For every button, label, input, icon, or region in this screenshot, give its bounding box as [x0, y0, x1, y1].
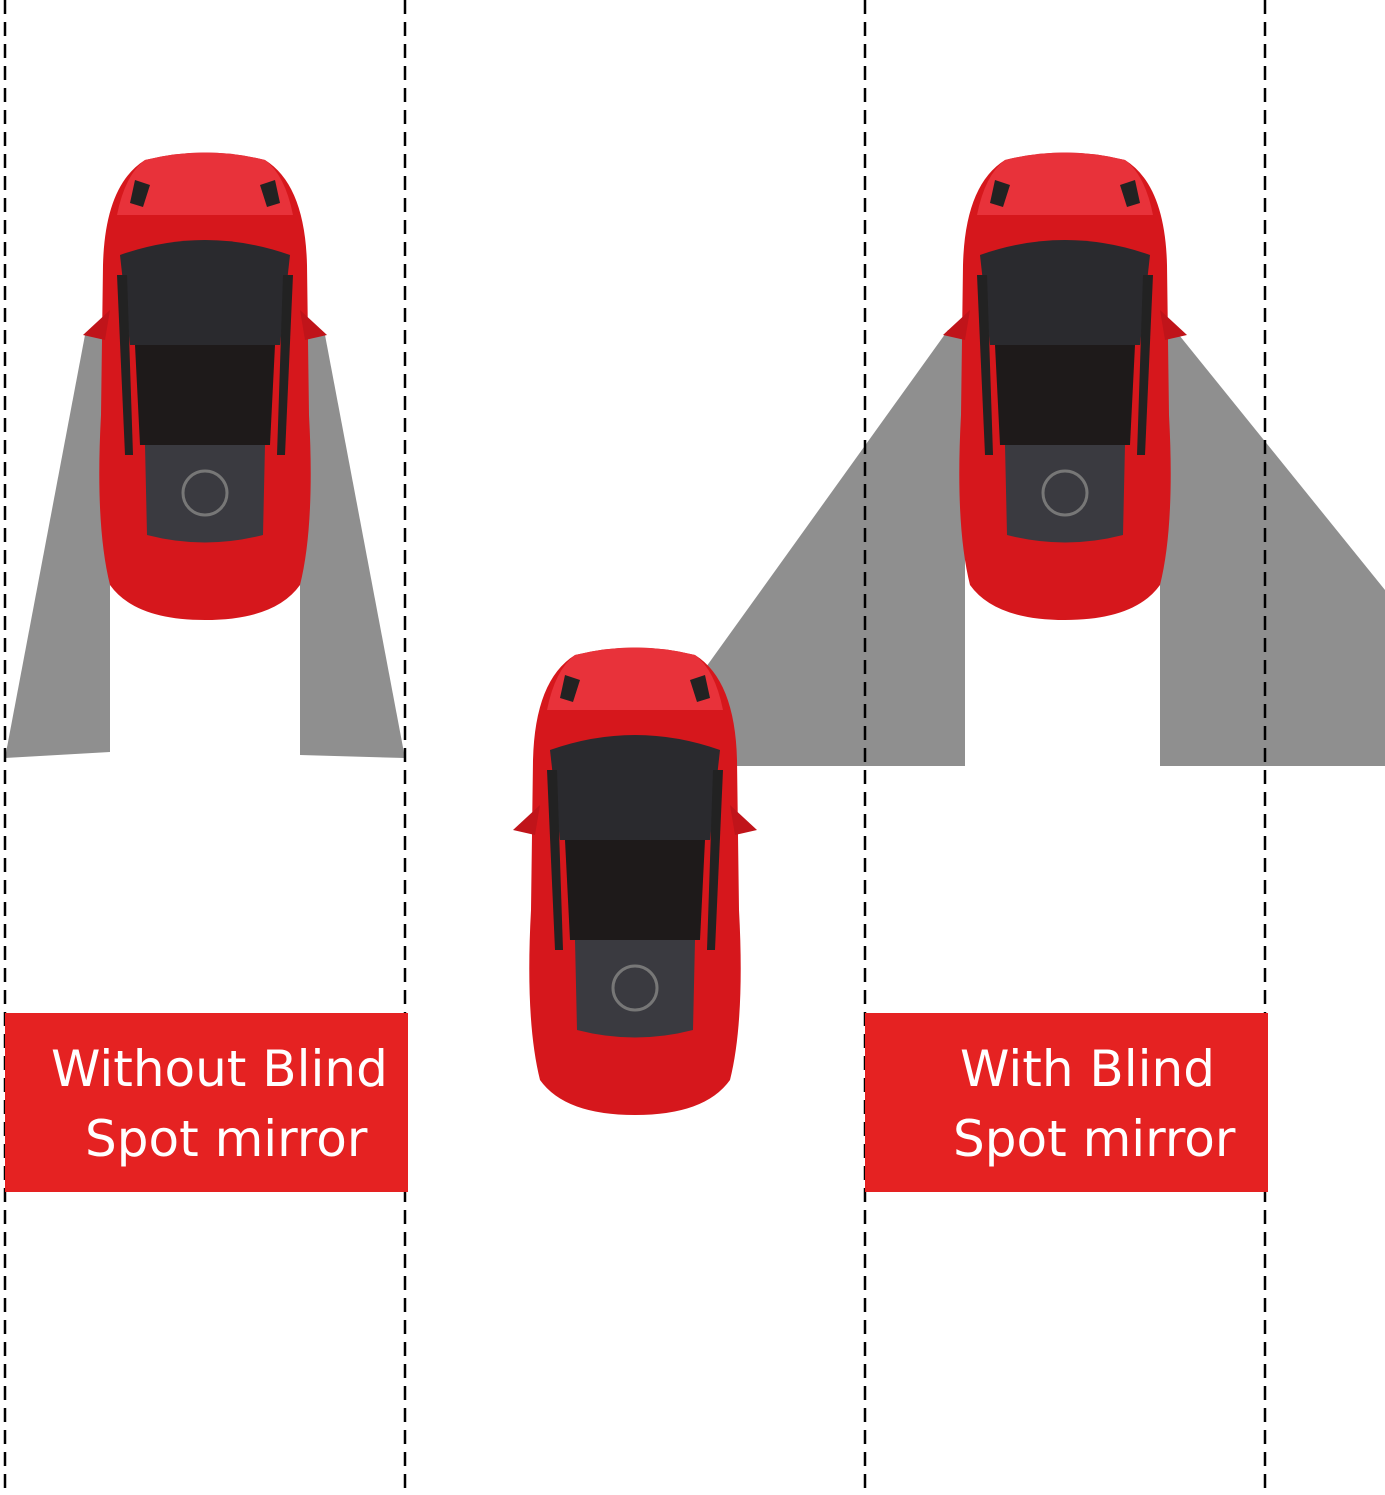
label-line: Spot mirror — [953, 1110, 1236, 1168]
blind-zone-left — [5, 335, 110, 758]
car-left — [81, 151, 329, 622]
label-line: Without Blind — [51, 1040, 388, 1098]
label-line: Spot mirror — [85, 1110, 368, 1168]
mirror-view-right — [1160, 330, 1385, 766]
label-line: With Blind — [960, 1040, 1215, 1098]
lane-lines — [3, 0, 1267, 1495]
car-middle — [511, 646, 759, 1117]
with-mirror-label: With Blind Spot mirror — [865, 1013, 1268, 1192]
blind-zone-right — [300, 335, 405, 758]
mirror-view-left — [635, 330, 965, 766]
car-right — [941, 151, 1189, 622]
without-mirror-label: Without Blind Spot mirror — [5, 1013, 408, 1192]
